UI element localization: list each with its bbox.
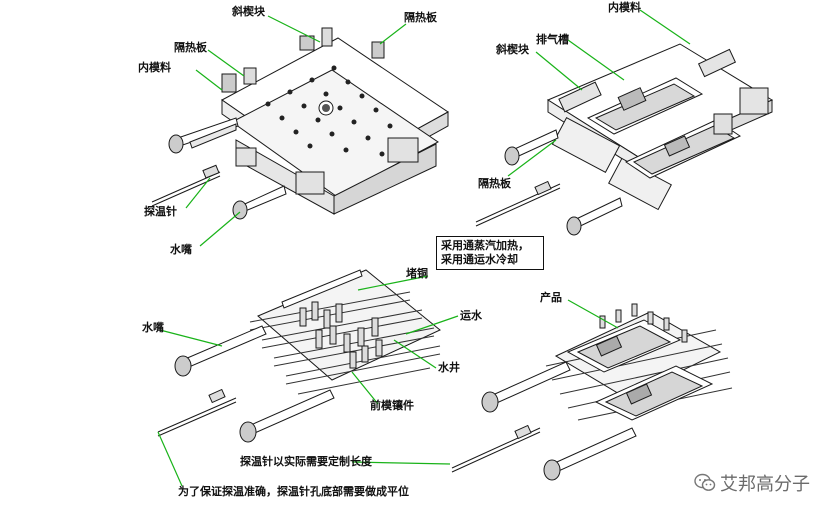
label-front-mold-insert: 前模镶件	[370, 399, 414, 412]
water-well-pins	[299, 301, 383, 369]
note-heating-cooling: 采用通蒸汽加热，采用通运水冷却	[436, 236, 544, 270]
label-insulation-board-right-tl: 隔热板	[404, 11, 437, 24]
label-probe-length: 探温针以实际需要定制长度	[240, 455, 372, 468]
label-water-channel: 运水	[460, 309, 482, 322]
label-product: 产品	[540, 291, 562, 304]
label-wedge-block-tr: 斜楔块	[496, 43, 529, 56]
leader-wedge-block-tr	[535, 51, 583, 91]
leader-inner-mold-tr	[639, 9, 691, 45]
leader-insulation-right-tl	[379, 23, 407, 45]
label-copper-plug: 堵铜	[406, 267, 428, 280]
label-inner-mold-material-tl: 内模料	[138, 61, 171, 74]
watermark-text: 艾邦高分子	[720, 474, 810, 495]
leader-probe-length	[351, 461, 451, 465]
leader-temp-probe-tl	[185, 177, 211, 209]
leader-probe-hole	[157, 431, 183, 487]
label-inner-mold-material-tr: 内模料	[608, 1, 641, 14]
label-water-well: 水井	[438, 361, 460, 374]
leader-wedge-block-tl	[267, 15, 321, 43]
label-exhaust-groove-tr: 排气槽	[536, 33, 569, 46]
label-wedge-block-tl: 斜楔块	[232, 5, 265, 18]
bottom-left-assembly	[157, 269, 441, 443]
leader-exhaust-groove-tr	[567, 39, 625, 81]
bottom-right-assembly	[451, 303, 733, 481]
leader-front-insert	[351, 371, 379, 405]
leader-product	[567, 299, 619, 329]
top-right-assembly	[475, 43, 774, 236]
product-parts	[566, 319, 714, 421]
leader-water-channel	[405, 315, 459, 335]
watermark: 艾邦高分子	[694, 470, 810, 496]
leader-inner-mold-tl	[195, 69, 223, 91]
top-left-assembly	[151, 27, 449, 220]
leader-water-nozzle-tl	[199, 211, 241, 247]
label-temp-probe-tl: 探温针	[144, 205, 177, 218]
leader-lines	[157, 9, 691, 487]
wechat-icon	[694, 473, 716, 491]
leader-copper-plug	[357, 275, 429, 291]
label-water-nozzle-tl: 水嘴	[170, 243, 192, 256]
label-insulation-board-tr: 隔热板	[478, 177, 511, 190]
leader-water-well	[393, 339, 437, 369]
leader-insulation-left-tl	[207, 49, 245, 77]
label-probe-hole: 为了保证探温准确，探温针孔底部需要做成平位	[178, 485, 409, 498]
label-water-nozzle-bl: 水嘴	[142, 321, 164, 334]
label-insulation-board-left-tl: 隔热板	[174, 41, 207, 54]
leader-insulation-tr	[507, 139, 557, 177]
leader-water-nozzle-bl	[159, 329, 223, 347]
